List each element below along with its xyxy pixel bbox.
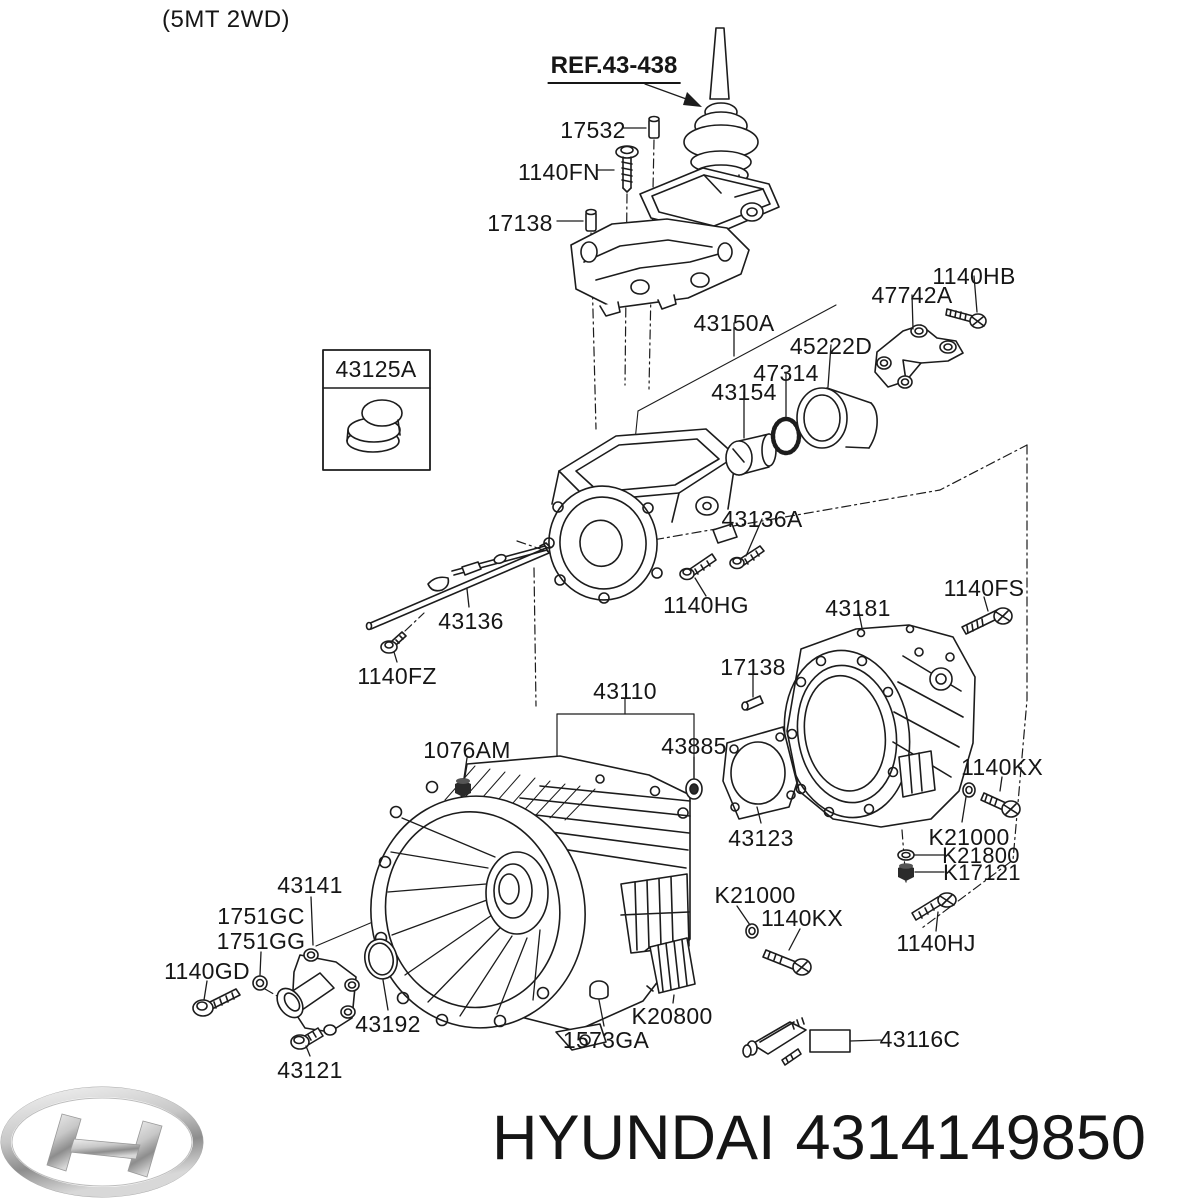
part-label-1140FS: 1140FS [943, 575, 1025, 601]
cover-43141-icon [276, 948, 360, 1036]
part-label-47742A: 47742A [871, 282, 953, 308]
bolt-1140KX-bottom-icon [762, 949, 812, 976]
ref-callout-43-438: REF.43-438 [547, 52, 681, 84]
part-label-43121: 43121 [277, 1057, 343, 1083]
oring-43192-icon [364, 938, 398, 980]
part-label-K21800: K21800 [942, 843, 1020, 868]
bolt-1140GD-icon [192, 988, 241, 1017]
leader-lines-top [556, 83, 690, 222]
part-label-K21000-2: K21000 [714, 882, 796, 908]
hyundai-logo [0, 1086, 204, 1198]
gasket-43123-icon [722, 726, 798, 820]
shift-lever-assembly [570, 27, 780, 317]
part-label-17138-2: 17138 [720, 654, 786, 680]
rear-case-43181 [783, 624, 976, 828]
washer-K21000-right-icon [962, 782, 976, 798]
part-label-43125A: 43125A [335, 356, 417, 382]
part-label-43136A: 43136A [721, 506, 803, 532]
part-label-17532: 17532 [560, 117, 626, 143]
bolt-1140HB-icon [945, 308, 987, 329]
part-label-1140GD: 1140GD [164, 958, 250, 984]
bracket-47742A-icon [874, 324, 964, 389]
ref-arrowhead [683, 92, 702, 107]
part-label-43154: 43154 [711, 379, 777, 405]
nut-K17121-icon [898, 863, 914, 881]
part-label-43181: 43181 [825, 595, 891, 621]
shift-control-case [543, 428, 738, 604]
bolt-1140FZ-icon [380, 631, 407, 654]
shift-rail-43136-icon [365, 542, 551, 631]
part-label-1140KX-2: 1140KX [761, 905, 843, 931]
part-label-43136: 43136 [438, 608, 504, 634]
part-label-43141: 43141 [277, 872, 343, 898]
bolt-1140KX-right-icon [980, 792, 1021, 818]
part-label-43123: 43123 [728, 825, 794, 851]
snap-ring-47314-icon [770, 416, 802, 456]
footer-part-text: HYUNDAI 4314149850 [492, 1106, 1146, 1170]
inset-box-43125A [322, 349, 431, 471]
part-label-K17121: K17121 [943, 860, 1021, 885]
damper-K20800-icon [644, 937, 696, 994]
part-label-1140HG: 1140HG [663, 592, 749, 618]
grommet-43885-icon [685, 778, 703, 800]
part-label-43150A: 43150A [693, 310, 775, 336]
pin-17532-icon [648, 115, 660, 139]
pin-17138-rear-icon [741, 695, 764, 711]
part-label-1140FN: 1140FN [518, 159, 600, 185]
part-label-1751GC: 1751GC [217, 903, 305, 929]
washer-1751-icon [252, 975, 268, 991]
pin-17138-top-icon [585, 208, 597, 232]
part-label-1076AM: 1076AM [423, 737, 511, 763]
footer-part-number: 4314149850 [795, 1103, 1146, 1173]
part-label-1751GG: 1751GG [216, 928, 306, 954]
bolts-1140HG-icon [679, 545, 765, 581]
part-label-43192: 43192 [355, 1011, 421, 1037]
ring-K21000-bottom-icon [745, 923, 759, 939]
part-label-1140KX: 1140KX [961, 754, 1043, 780]
leader-lines [203, 275, 1003, 1057]
part-label-43885: 43885 [661, 733, 727, 759]
bolt-1140FS-icon [961, 607, 1013, 635]
nut-1076AM-icon [455, 778, 471, 797]
variant-label: (5MT 2WD) [162, 6, 291, 33]
part-label-1140HJ: 1140HJ [896, 930, 976, 956]
cover-45222D-icon [796, 387, 878, 449]
switch-43116C-icon [742, 1017, 851, 1066]
bushing-43154-icon [725, 433, 777, 476]
footer-brand: HYUNDAI [492, 1103, 776, 1173]
part-label-1140FZ: 1140FZ [357, 663, 437, 689]
part-label-K21000: K21000 [928, 824, 1010, 850]
part-label-1573GA: 1573GA [562, 1027, 650, 1053]
part-label-47314: 47314 [753, 360, 819, 386]
plug-1573GA-icon [589, 980, 609, 1000]
part-label-K20800: K20800 [631, 1003, 713, 1029]
part-label-1140HB: 1140HB [932, 263, 1016, 289]
part-label-45222D: 45222D [789, 333, 873, 359]
part-label-43110: 43110 [593, 678, 657, 704]
part-label-43116C: 43116C [879, 1026, 961, 1052]
bolt-1140HJ-icon [911, 892, 957, 921]
plug-43121-icon [290, 1027, 324, 1050]
ring-K21800-icon [897, 849, 915, 861]
bell-housing [370, 780, 586, 1029]
bolt-1140FN-icon [615, 145, 639, 193]
part-label-17138: 17138 [487, 210, 553, 236]
